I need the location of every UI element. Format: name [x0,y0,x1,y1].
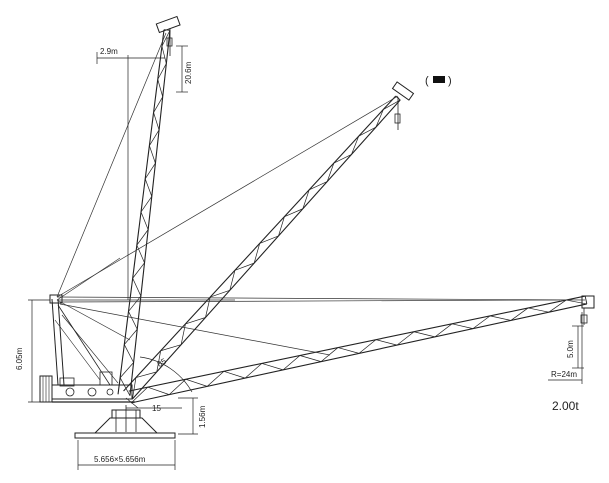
horizontal-boom-head [580,295,595,325]
dimension-lines [28,45,584,470]
inclined-boom-head [391,81,415,130]
a-frame-mast [49,294,119,386]
svg-text:): ) [448,75,452,87]
base-size-label: 5.656×5.656m [94,455,146,464]
boom-offset-label: 2.9m [100,47,118,56]
base-height-label: 1.56m [198,405,207,428]
lattice-booms [117,29,588,404]
angle-15-label: 15 [152,404,161,413]
pendant-lines [56,32,586,356]
radius-label: R=24m [551,370,577,379]
hook-drop-label: 5.0m [566,340,575,358]
horizontal-boom [128,295,588,404]
crane-base [74,405,176,439]
mast-height-label: 6.05m [15,347,24,370]
inclined-boom [123,95,401,400]
svg-text:(: ( [425,75,429,87]
legend-marker: ( ) [425,75,452,87]
load-label: 2.00t [552,399,579,413]
boom-angle-arc [139,356,193,393]
boom-heads [155,15,595,325]
vertical-boom [117,29,171,396]
vertical-boom-head [155,15,181,56]
jib-height-label: 20.6m [184,61,193,84]
superstructure [39,371,135,403]
